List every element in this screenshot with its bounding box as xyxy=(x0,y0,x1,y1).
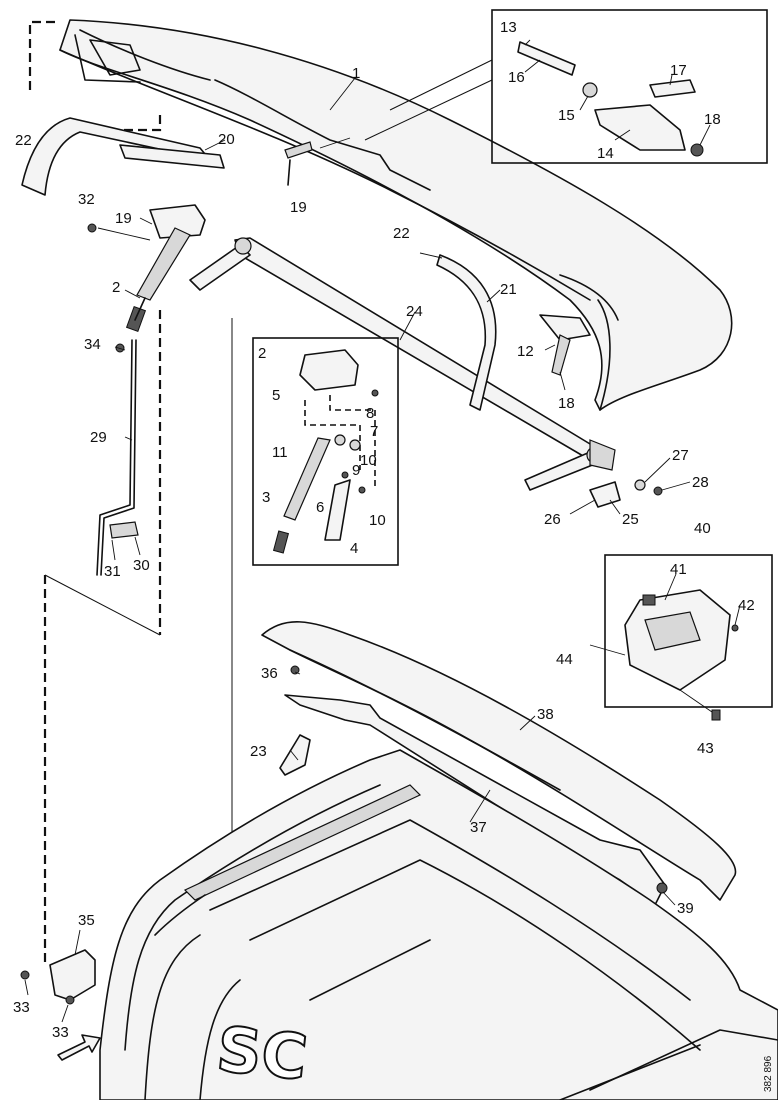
callout-labels: 1 2 2 3 4 5 6 7 8 9 10 10 11 12 13 14 15… xyxy=(13,19,755,1041)
callout-17: 17 xyxy=(670,62,687,79)
callout-37: 37 xyxy=(470,819,487,836)
callout-22-left: 22 xyxy=(15,132,32,149)
callout-29: 29 xyxy=(90,429,107,446)
callout-11: 11 xyxy=(272,444,288,461)
callout-30: 30 xyxy=(133,557,150,574)
callout-16: 16 xyxy=(508,69,525,86)
bracket-25-26 xyxy=(589,479,663,508)
gas-strut-assembly xyxy=(125,204,206,333)
callout-27: 27 xyxy=(672,447,689,464)
inset-gas-strut-detail xyxy=(252,337,399,566)
callout-43: 43 xyxy=(697,740,714,757)
callout-12: 12 xyxy=(517,343,534,360)
callout-18-inset: 18 xyxy=(704,111,721,128)
callout-34: 34 xyxy=(84,336,101,353)
callout-20: 20 xyxy=(218,131,235,148)
callout-40: 40 xyxy=(694,520,711,537)
callout-14: 14 xyxy=(597,145,614,162)
callout-9: 9 xyxy=(352,462,360,479)
torsion-bar xyxy=(189,237,616,491)
callout-39: 39 xyxy=(677,900,694,917)
callout-36: 36 xyxy=(261,665,278,682)
leader-lines xyxy=(24,39,741,1023)
callout-33a: 33 xyxy=(13,999,30,1016)
callout-19b: 19 xyxy=(290,199,307,216)
callout-23: 23 xyxy=(250,743,267,760)
callout-8: 8 xyxy=(366,405,374,422)
left-dashed-outline xyxy=(28,20,233,965)
inset-latch-detail xyxy=(589,554,773,721)
diagram-reference-number: 382 896 xyxy=(763,1055,774,1092)
callout-15: 15 xyxy=(558,107,575,124)
callout-21: 21 xyxy=(500,281,517,298)
callout-26: 26 xyxy=(544,511,561,528)
hinge-35 xyxy=(20,949,96,1005)
callout-2: 2 xyxy=(112,279,120,296)
callout-13: 13 xyxy=(500,19,517,36)
cab-logo: SC xyxy=(212,1011,311,1095)
inset-hinge-detail xyxy=(364,9,768,164)
callout-6: 6 xyxy=(316,499,324,516)
view-arrow xyxy=(57,1034,101,1061)
callout-3: 3 xyxy=(262,489,270,506)
callout-2-inset: 2 xyxy=(258,345,266,362)
side-seal-right xyxy=(436,254,497,411)
callout-10a: 10 xyxy=(360,452,377,469)
callout-31: 31 xyxy=(104,563,121,580)
callout-1: 1 xyxy=(352,65,360,82)
front-air-deflector xyxy=(261,621,737,901)
bracket-23 xyxy=(279,734,311,776)
roof-spoiler xyxy=(59,19,733,411)
callout-44: 44 xyxy=(556,651,573,668)
callout-33b: 33 xyxy=(52,1024,69,1041)
callout-10b: 10 xyxy=(369,512,386,529)
callout-38: 38 xyxy=(537,706,554,723)
callout-41: 41 xyxy=(670,561,687,578)
callout-35: 35 xyxy=(78,912,95,929)
bolt-19 xyxy=(284,137,351,186)
hinge-12 xyxy=(539,314,591,376)
screw-32 xyxy=(87,223,97,233)
callout-22-right: 22 xyxy=(393,225,410,242)
logo-text: SC xyxy=(213,1012,310,1094)
callout-24: 24 xyxy=(406,303,423,320)
cab-roof xyxy=(99,749,778,1100)
callout-25: 25 xyxy=(622,511,639,528)
callout-28: 28 xyxy=(692,474,709,491)
callout-7: 7 xyxy=(370,423,378,440)
rod-29 xyxy=(96,339,139,576)
callout-19: 19 xyxy=(115,210,132,227)
callout-42: 42 xyxy=(738,597,755,614)
callout-4: 4 xyxy=(350,540,358,557)
bracket-20 xyxy=(119,144,225,169)
callout-5: 5 xyxy=(272,387,280,404)
callout-18: 18 xyxy=(558,395,575,412)
callout-32: 32 xyxy=(78,191,95,208)
